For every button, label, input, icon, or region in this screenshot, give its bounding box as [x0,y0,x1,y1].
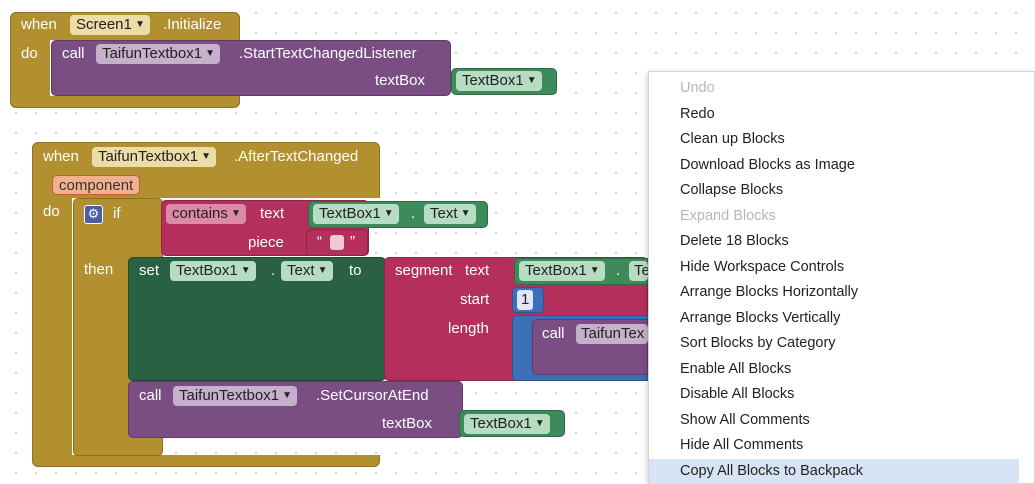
cursor-component-dropdown[interactable]: TaifunTextbox1▼ [173,386,298,406]
dropdown-arrow-icon: ▼ [282,390,293,401]
call-label: call [62,45,85,62]
taifun-event-component-label: TaifunTextbox1 [98,148,199,165]
set-component-label: TextBox1 [176,262,238,279]
call-label: call [139,387,162,404]
contains-mode-dropdown[interactable]: contains▼ [166,204,246,224]
length-call-component-dropdown[interactable]: TaifunTex [576,324,648,344]
method-name-label: .StartTextChangedListener [239,45,417,62]
length-call-component-label: TaifunTex [581,325,645,342]
menu-item-copy-all-blocks-to-backpack[interactable]: Copy All Blocks to Backpack [649,458,1019,484]
segment-label: segment [395,262,453,279]
segment-text-label: text [465,262,490,279]
menu-item-undo: Undo [680,80,715,96]
menu-item-expand-blocks: Expand Blocks [680,207,776,224]
menu-item-arrange-blocks-vertically[interactable]: Arrange Blocks Vertically [680,309,841,326]
dropdown-arrow-icon: ▼ [201,151,212,162]
taifun-component-label: TaifunTextbox1 [102,45,203,62]
string-value-field[interactable] [330,235,344,250]
dropdown-arrow-icon: ▼ [460,208,471,219]
textbox-component-dropdown[interactable]: TextBox1▼ [313,204,399,224]
textbox-param-label: textBox [375,72,426,89]
menu-item-enable-all-blocks[interactable]: Enable All Blocks [680,360,792,377]
contains-mode-label: contains [172,205,228,222]
text-property-dropdown[interactable]: Text▼ [424,204,476,224]
dropdown-arrow-icon: ▼ [589,265,600,276]
dropdown-arrow-icon: ▼ [526,75,537,86]
dropdown-arrow-icon: ▼ [205,48,216,59]
set-textbox-text-block[interactable] [128,257,386,381]
textbox-component-dropdown[interactable]: TextBox1▼ [456,71,542,91]
segment-property-label: Te [634,262,648,279]
screen-component-dropdown[interactable]: Screen1▼ [70,15,150,35]
menu-item-download-blocks-as-image[interactable]: Download Blocks as Image [680,156,855,173]
set-property-dropdown[interactable]: Text▼ [281,261,333,281]
dropdown-arrow-icon: ▼ [230,208,241,219]
length-label: length [448,320,489,337]
then-label: then [84,261,114,278]
menu-item-hide-all-comments[interactable]: Hide All Comments [680,437,804,453]
menu-item-delete-18-blocks[interactable]: Delete 18 Blocks [680,233,789,249]
set-label: set [139,262,160,279]
do-label: do [43,203,60,220]
text-label: text [260,205,285,222]
dot-label: . [411,205,416,222]
taifun-event-component-dropdown[interactable]: TaifunTextbox1▼ [92,147,217,167]
menu-item-hide-workspace-controls[interactable]: Hide Workspace Controls [680,258,845,275]
text-property-label: Text [430,205,458,222]
to-label: to [349,262,362,279]
menu-item-disable-all-blocks[interactable]: Disable All Blocks [680,386,795,402]
component-parameter[interactable]: component [52,175,141,195]
segment-component-label: TextBox1 [525,262,587,279]
dot-label: . [271,262,276,279]
menu-item-arrange-blocks-horizontally[interactable]: Arrange Blocks Horizontally [680,284,859,300]
when-label: when [21,16,57,33]
taifun-component-dropdown[interactable]: TaifunTextbox1▼ [96,44,221,64]
dropdown-arrow-icon: ▼ [534,418,545,429]
event-name-label: .AfterTextChanged [234,148,359,165]
quote-open: “ [317,233,322,250]
screen-component-label: Screen1 [76,16,132,33]
when-label: when [43,148,79,165]
menu-item-clean-up-blocks[interactable]: Clean up Blocks [680,131,785,147]
call-label: call [542,325,565,342]
dropdown-arrow-icon: ▼ [240,265,251,276]
component-parameter-label: component [59,177,134,194]
menu-item-redo[interactable]: Redo [680,105,715,122]
piece-label: piece [248,234,284,251]
textbox-component-label: TextBox1 [319,205,381,222]
textbox-param-label: textBox [382,415,433,432]
quote-close: ” [350,233,355,250]
start-number-value[interactable]: 1 [517,290,534,310]
cursor-textbox-component-label: TextBox1 [470,415,532,432]
segment-property-dropdown[interactable]: Te [629,261,648,281]
start-listener-call-block[interactable] [51,40,451,96]
textbox-component-label: TextBox1 [462,72,524,89]
menu-item-collapse-blocks[interactable]: Collapse Blocks [680,182,784,198]
event-name-label: .Initialize [163,16,222,33]
dot-label: . [616,262,621,279]
menu-item-show-all-comments[interactable]: Show All Comments [680,411,810,428]
gear-icon[interactable]: ⚙ [84,205,103,224]
dropdown-arrow-icon: ▼ [383,208,394,219]
segment-component-dropdown[interactable]: TextBox1▼ [519,261,605,281]
set-component-dropdown[interactable]: TextBox1▼ [170,261,256,281]
menu-item-sort-blocks-by-category[interactable]: Sort Blocks by Category [680,335,836,351]
if-label: if [113,205,121,222]
set-property-label: Text [287,262,315,279]
dropdown-arrow-icon: ▼ [134,19,145,30]
method-name-label: .SetCursorAtEnd [316,387,429,404]
dropdown-arrow-icon: ▼ [317,265,328,276]
start-label: start [460,291,490,308]
cursor-component-label: TaifunTextbox1 [179,387,280,404]
cursor-textbox-component-dropdown[interactable]: TextBox1▼ [464,414,550,434]
do-label: do [21,45,38,62]
